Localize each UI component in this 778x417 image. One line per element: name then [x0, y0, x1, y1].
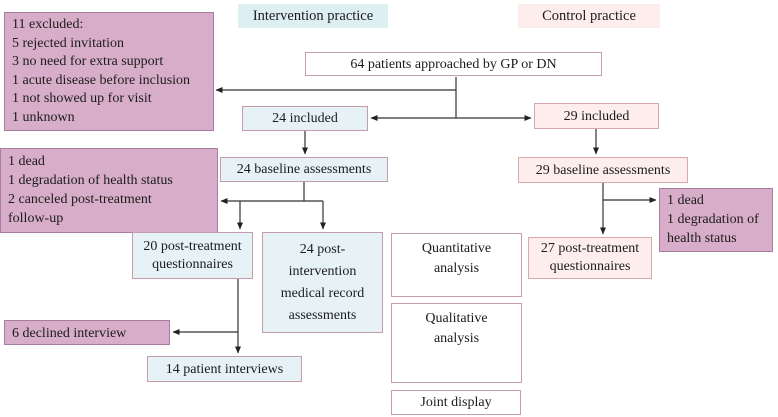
- dropout-control-box: 1 dead 1 degradation of health status: [659, 188, 773, 252]
- baseline-control-box: 29 baseline assessments: [518, 157, 688, 183]
- post-questionnaires-intervention-box: 20 post-treatment questionnaires: [132, 232, 253, 279]
- post-medical-records-box: 24 post- intervention medical record ass…: [262, 232, 383, 333]
- baseline-intervention-box: 24 baseline assessments: [220, 157, 388, 182]
- included-intervention-box: 24 included: [242, 106, 368, 131]
- dropout-intervention-box: 1 dead 1 degradation of health status 2 …: [0, 148, 218, 233]
- intervention-practice-label: Intervention practice: [238, 4, 388, 28]
- patient-interviews-box: 14 patient interviews: [147, 356, 302, 382]
- excluded-box: 11 excluded: 5 rejected invitation 3 no …: [4, 12, 214, 131]
- post-questionnaires-control-box: 27 post-treatment questionnaires: [528, 237, 652, 279]
- joint-display-box: Joint display: [391, 390, 521, 415]
- patients-approached-box: 64 patients approached by GP or DN: [305, 52, 602, 76]
- qualitative-analysis-box: Qualitative analysis: [391, 303, 522, 383]
- declined-interview-box: 6 declined interview: [4, 320, 170, 345]
- control-practice-label: Control practice: [518, 4, 660, 28]
- quantitative-analysis-box: Quantitative analysis: [391, 233, 522, 297]
- included-control-box: 29 included: [534, 103, 659, 129]
